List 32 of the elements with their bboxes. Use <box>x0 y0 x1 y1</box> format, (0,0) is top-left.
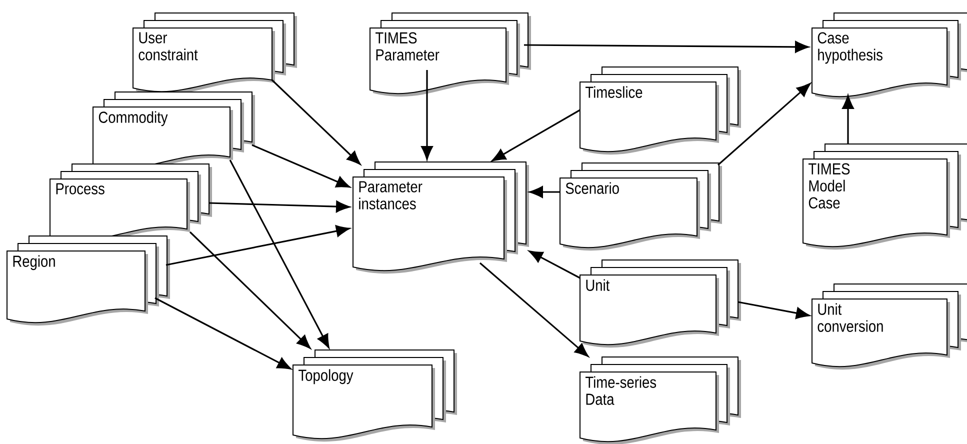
arrow <box>421 70 433 160</box>
arrow <box>189 231 311 349</box>
node-label: Unit <box>586 279 610 291</box>
document-stack: Commodity <box>92 92 255 172</box>
arrow <box>842 95 854 144</box>
arrow <box>717 83 810 166</box>
document-stack: TIMES Parameter <box>370 12 531 97</box>
arrow <box>166 225 350 266</box>
document-stack: Topology <box>292 350 457 442</box>
document-stack: Parameter instances <box>352 162 529 274</box>
arrow <box>738 301 810 319</box>
node-label: Unit <box>818 303 842 315</box>
arrow <box>271 79 361 165</box>
document-stack: TIMES Model Case <box>802 144 967 250</box>
document-stack: Region <box>6 236 170 326</box>
arrow <box>208 200 350 212</box>
arrow <box>528 250 580 279</box>
arrow <box>229 160 330 348</box>
document-stack: Unit conversion <box>812 284 967 370</box>
arrow <box>529 186 560 198</box>
document-stack: Unit <box>580 260 741 348</box>
document-stack: Scenario <box>560 162 722 251</box>
arrow <box>154 297 292 370</box>
document-stack: Timeslice <box>580 66 741 155</box>
document-stack: Process <box>50 164 212 244</box>
arrow <box>492 109 580 162</box>
arrow <box>479 262 588 357</box>
document-stack: User constraint <box>132 12 297 95</box>
arrow <box>252 144 350 188</box>
document-stack: Time-series Data <box>580 356 741 444</box>
document-stack: Case hypothesis <box>812 12 967 100</box>
arrow <box>524 41 809 53</box>
